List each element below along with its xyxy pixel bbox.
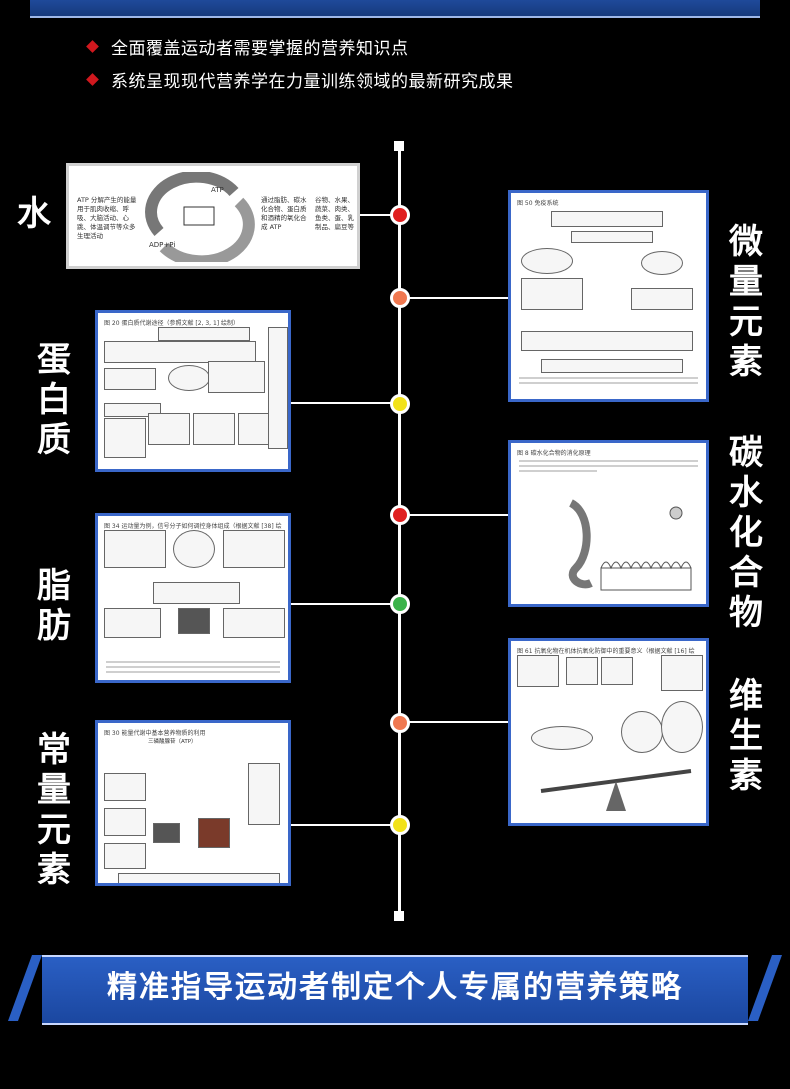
connector xyxy=(291,603,398,605)
water-left-text: ATP 分解产生的能量用于肌肉收缩、呼吸、大脑活动、心跳、体温调节等众多生理活动 xyxy=(77,196,137,240)
card-water: ATP 分解产生的能量用于肌肉收缩、呼吸、大脑活动、心跳、体温调节等众多生理活动… xyxy=(66,163,360,269)
diamond-icon xyxy=(86,73,99,86)
card-protein: 图 20 蛋白质代谢途径（参照文献 [2, 3, 1] 绘制） xyxy=(95,310,291,472)
node-orange xyxy=(390,713,410,733)
node-yellow xyxy=(390,394,410,414)
label-vitamins: 维生素 xyxy=(729,676,763,796)
feature-bullets: 全面覆盖运动者需要掌握的营养知识点 系统呈现现代营养学在力量训练领域的最新研究成… xyxy=(86,30,514,96)
digestion-diagram-icon xyxy=(568,499,692,591)
footer-text: 精准指导运动者制定个人专属的营养策略 xyxy=(107,970,683,1005)
timeline-cap-bottom xyxy=(394,911,404,921)
connector xyxy=(291,824,398,826)
label-carbohydrate: 碳水化合物 xyxy=(729,433,763,633)
label-fat: 脂肪 xyxy=(37,566,71,646)
card-fat: 图 34 运动量为例，信号分子如何调控身体组成（根据文献 [38] 绘制） xyxy=(95,513,291,683)
bullet-item: 全面覆盖运动者需要掌握的营养知识点 xyxy=(86,30,514,63)
footer-banner: 精准指导运动者制定个人专属的营养策略 xyxy=(42,955,748,1025)
card-trace-elements: 图 50 免疫系统 xyxy=(508,190,709,402)
node-red xyxy=(390,205,410,225)
node-green xyxy=(390,594,410,614)
atp-cycle-icon xyxy=(145,172,255,262)
balance-scale-icon xyxy=(540,769,692,811)
card-carbohydrate: 图 8 碳水化合物的消化原理 xyxy=(508,440,709,607)
node-orange xyxy=(390,288,410,308)
top-banner xyxy=(30,0,760,18)
label-water: 水 xyxy=(17,194,51,234)
bullet-item: 系统呈现现代营养学在力量训练领域的最新研究成果 xyxy=(86,63,514,96)
node-yellow xyxy=(390,815,410,835)
timeline-axis xyxy=(398,146,401,916)
node-red xyxy=(390,505,410,525)
card-macro-minerals: 图 30 能量代谢中基本营养物质的利用 三磷酸腺苷（ATP） xyxy=(95,720,291,886)
connector xyxy=(400,514,510,516)
connector xyxy=(400,721,510,723)
water-food-text: 谷物、水果、蔬菜、肉类、鱼类、蛋、乳制品、扁豆等 xyxy=(315,196,354,231)
connector xyxy=(400,297,510,299)
label-trace-elements: 微量元素 xyxy=(729,222,763,382)
label-protein: 蛋白质 xyxy=(37,340,71,460)
label-macro-minerals: 常量元素 xyxy=(37,730,71,890)
card-vitamins: 图 61 抗氧化物在机体抗氧化防御中的重要意义（根据文献 [16] 绘制） xyxy=(508,638,709,826)
water-right-text: 通过脂肪、碳水化合物、蛋白质和酒精的氧化合成 ATP xyxy=(261,196,307,231)
connector xyxy=(358,214,398,216)
timeline-cap-top xyxy=(394,141,404,151)
connector xyxy=(291,402,398,404)
diamond-icon xyxy=(86,40,99,53)
